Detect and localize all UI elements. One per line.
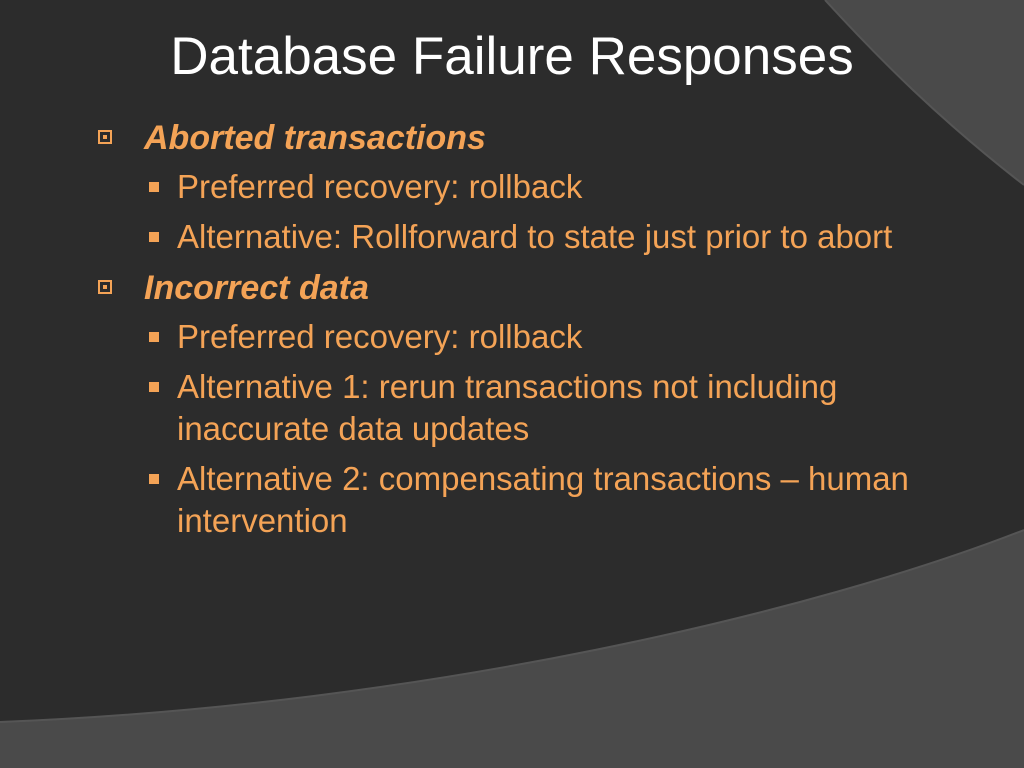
bullet-heading: Aborted transactions [144,119,486,157]
bullet-heading: Incorrect data [144,269,369,307]
sub-bullet: Alternative: Rollforward to state just p… [88,216,948,258]
slide-title: Database Failure Responses [170,27,854,86]
filled-square-icon [149,232,159,242]
bullet-list: Aborted transactions Preferred recovery:… [88,116,948,542]
bullet-incorrect-data: Incorrect data [88,268,948,308]
dark-panel-shape [0,0,1024,722]
sub-bullet-text: Preferred recovery: rollback [177,318,583,355]
sub-bullet: Preferred recovery: rollback [88,166,948,208]
sub-bullet-text: Preferred recovery: rollback [177,168,583,205]
sub-bullet-text: Alternative 2: compensating transactions… [177,460,909,539]
sub-bullet-text: Alternative 1: rerun transactions not in… [177,368,838,447]
bullet-aborted-transactions: Aborted transactions [88,118,948,158]
filled-square-icon [149,332,159,342]
lower-curve [0,529,1024,723]
sub-bullet: Alternative 1: rerun transactions not in… [88,366,948,450]
square-target-icon [98,280,112,294]
sub-bullet: Preferred recovery: rollback [88,316,948,358]
filled-square-icon [149,182,159,192]
upper-right-curve [824,0,1024,186]
square-target-icon [98,130,112,144]
sub-bullet-text: Alternative: Rollforward to state just p… [177,218,893,255]
sub-bullet: Alternative 2: compensating transactions… [88,458,948,542]
filled-square-icon [149,474,159,484]
filled-square-icon [149,382,159,392]
